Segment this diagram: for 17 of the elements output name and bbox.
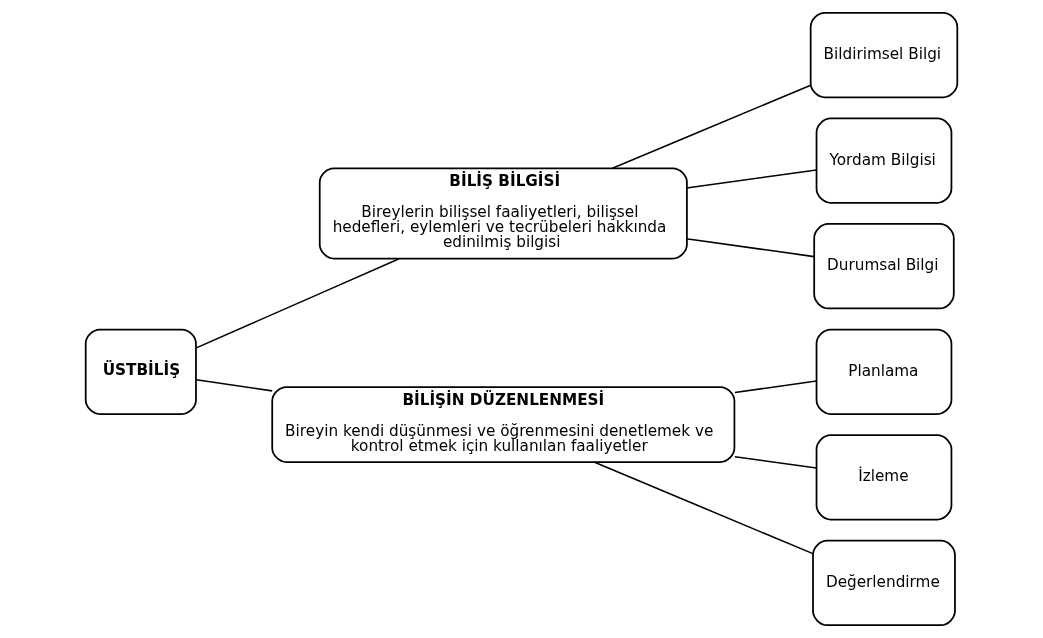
connector [686, 169, 818, 189]
node-box: Planlama [815, 328, 953, 415]
node-box: BİLİŞİN DÜZENLENMESİ Bireyin kendi düşünmesi ve öğrenmesini denetlemek ve kontrol etmek için kullanılan faaliyetler [271, 386, 736, 463]
connector [195, 379, 273, 392]
connector [734, 455, 818, 469]
node-box: Değerlendirme [812, 539, 956, 627]
node-box: İzleme [815, 434, 953, 521]
node-box: ÜSTBİLİŞ [84, 328, 197, 415]
connector [734, 380, 818, 394]
connector [686, 238, 815, 258]
node-box: Durumsal Bilgi [813, 223, 955, 310]
connector [611, 84, 811, 170]
node-box: Bildirimsel Bilgi [809, 11, 959, 99]
connector [593, 461, 814, 555]
node-box: Yordam Bilgisi [815, 117, 953, 204]
node-box: BİLİŞ BİLGİSİ Bireylerin bilişsel faaliyetleri, bilişsel hedefleri, eylemleri ve tecrübeleri hakkında edinilmiş bilgisi [318, 167, 688, 260]
connector [195, 257, 400, 349]
